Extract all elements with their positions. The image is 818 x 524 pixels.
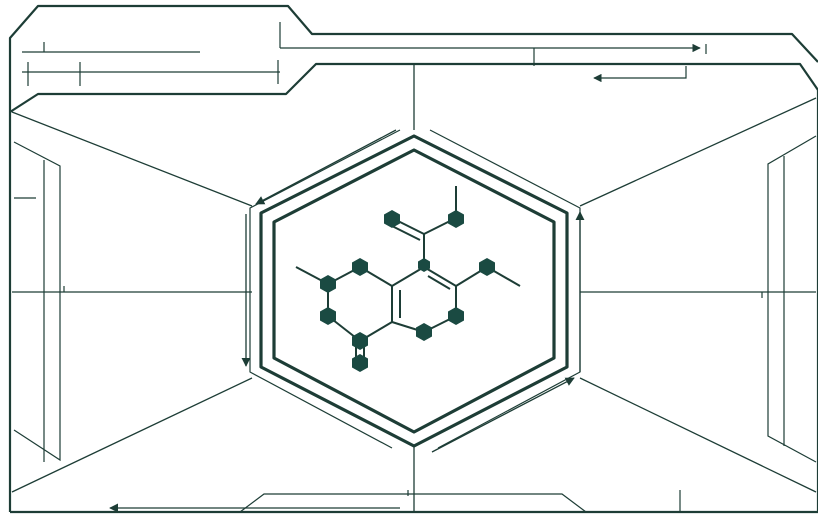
- persp-top-left: [11, 111, 253, 207]
- outer-frame: [8, 4, 818, 514]
- right-side-panel: [767, 135, 817, 463]
- side-panels: [13, 135, 817, 512]
- molecule-atoms: [320, 210, 495, 372]
- tab-return-arrow: [593, 66, 687, 83]
- left-side-panel: [13, 141, 61, 462]
- atom-marker: [479, 258, 495, 276]
- folder-back-outline: [8, 4, 818, 112]
- folder-tab-details: [22, 22, 707, 86]
- atom-marker: [320, 275, 336, 293]
- atom-marker: [448, 210, 464, 228]
- perspective-lines: [11, 64, 817, 512]
- persp-bottom-right: [579, 377, 817, 493]
- folder-front-outline: [9, 62, 818, 113]
- atom-marker: [418, 258, 430, 272]
- persp-top-right: [579, 97, 817, 207]
- arrow-bottom-right: [431, 377, 575, 453]
- bottom-tab-outline: [239, 493, 587, 513]
- persp-bottom-left: [11, 377, 253, 493]
- arrow-top-left: [255, 129, 397, 205]
- hexagon-outer: [259, 134, 569, 448]
- atom-marker: [416, 323, 432, 341]
- bond-r1: [391, 266, 425, 287]
- atom-marker: [352, 354, 368, 372]
- molecule-structure: [295, 186, 521, 372]
- atom-marker: [352, 258, 368, 276]
- atom-marker: [448, 307, 464, 325]
- flow-arrows: [109, 129, 585, 513]
- atom-marker: [320, 307, 336, 325]
- atom-marker: [384, 210, 400, 228]
- bond-r2: [423, 266, 457, 287]
- bottom-tab: [239, 490, 587, 513]
- atom-marker: [352, 332, 368, 350]
- bond-r-double-2: [427, 275, 451, 290]
- hexagon-inner: [272, 148, 556, 434]
- hexagon-halo-left: [249, 129, 401, 449]
